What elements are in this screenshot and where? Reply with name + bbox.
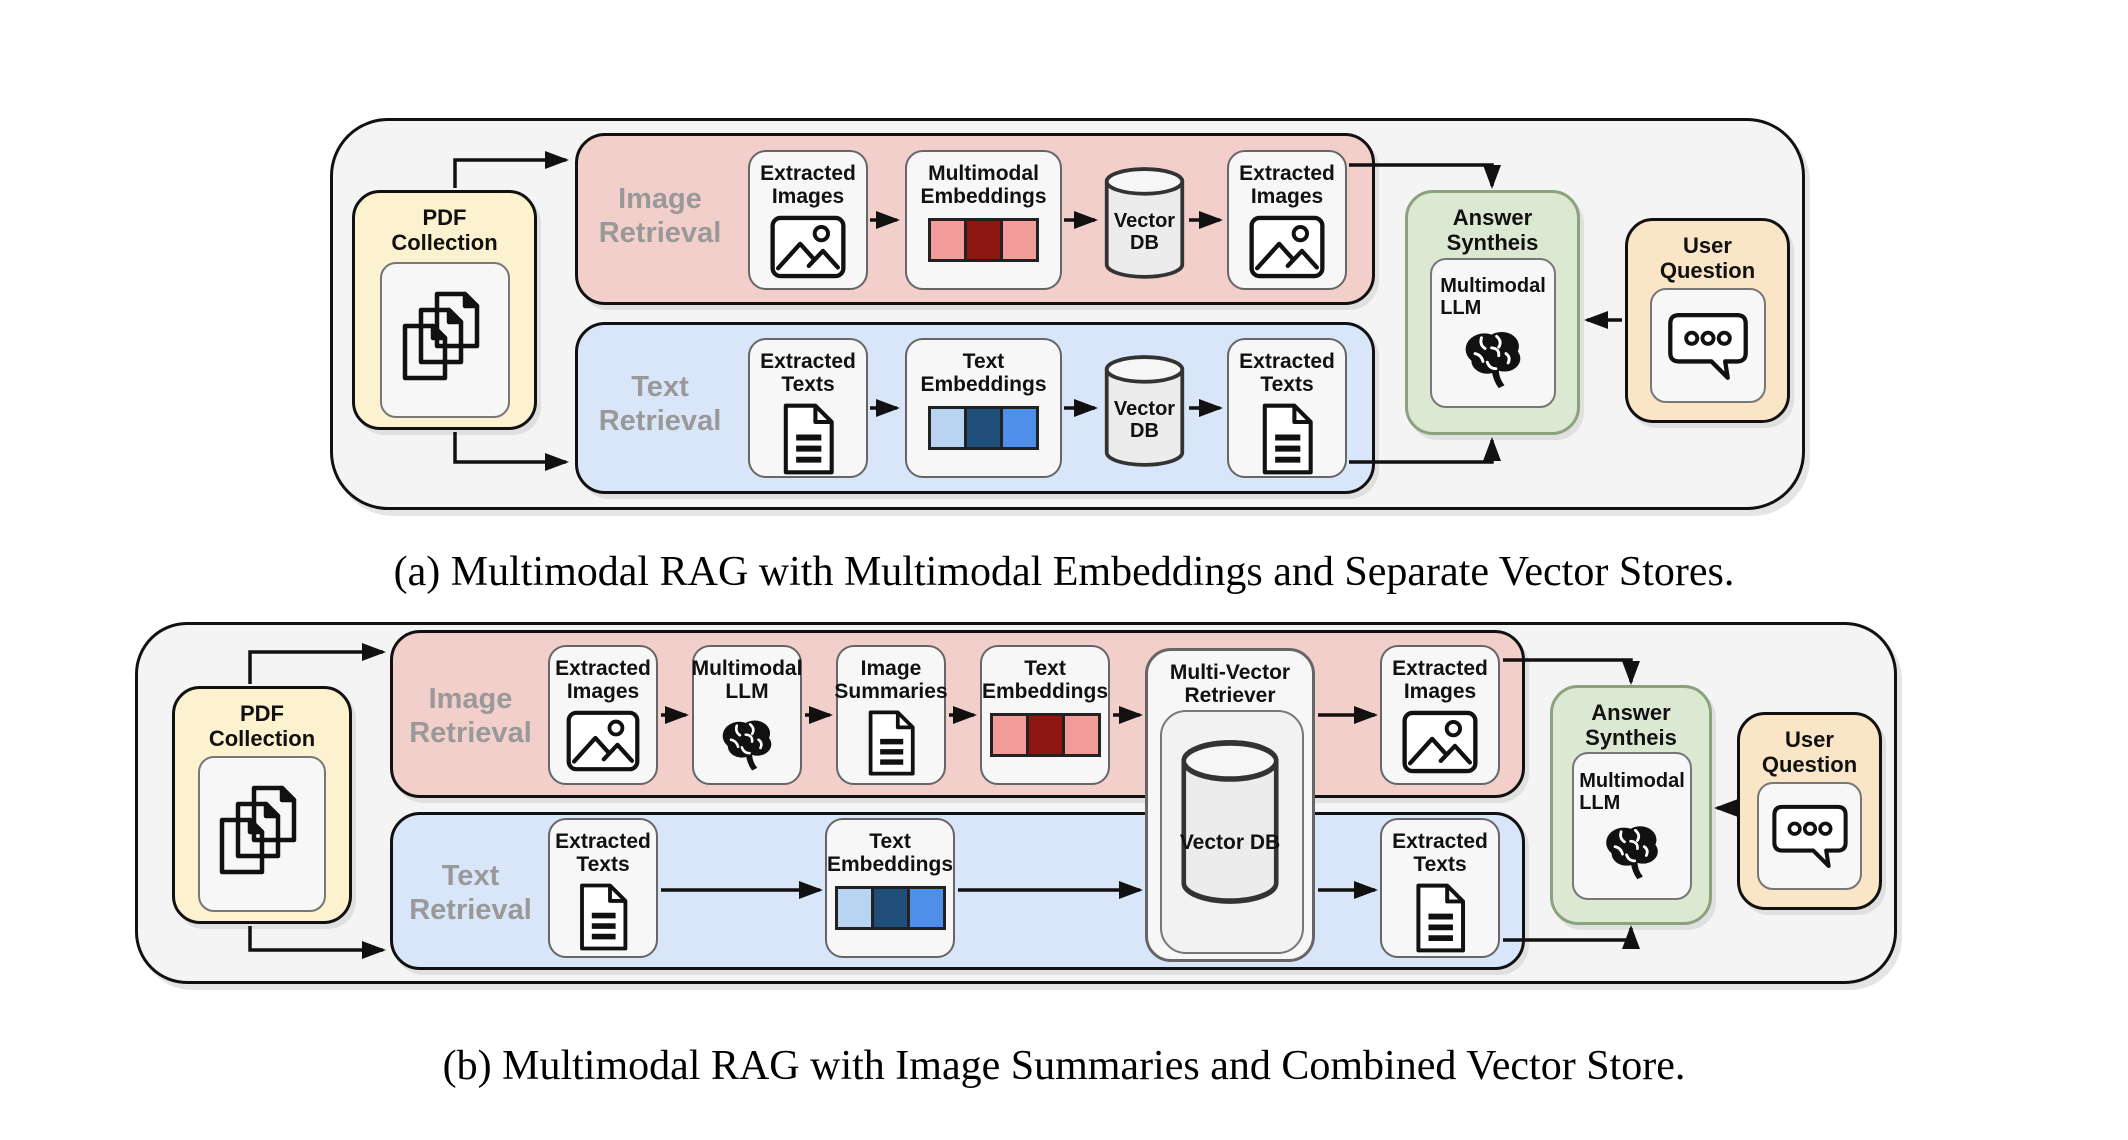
vector-db-cylinder: Vector DB <box>1102 346 1187 476</box>
document-icon <box>1257 402 1317 476</box>
image-summaries-node: Image Summaries <box>834 645 948 785</box>
image-retrieval-label: Image Retrieval <box>598 183 722 249</box>
node-label: Text Embeddings <box>982 657 1109 703</box>
pdf-icon-box <box>198 756 326 912</box>
extracted-images-node: Extracted Images <box>1380 645 1500 785</box>
chat-icon-box <box>1757 782 1862 890</box>
multimodal-llm-node: Multimodal LLM <box>692 645 802 785</box>
caption-b: (b) Multimodal RAG with Image Summaries … <box>442 1043 1686 1089</box>
text-embeddings-node: Text Embeddings <box>905 338 1062 478</box>
database-cylinder-icon <box>1178 736 1282 908</box>
multimodal-llm-label: Multimodal LLM <box>1440 275 1546 319</box>
document-icon <box>1411 882 1469 954</box>
image-icon <box>1399 709 1481 775</box>
vector-db-label: Vector DB <box>1113 210 1176 254</box>
extracted-images-node: Extracted Images <box>1227 150 1347 290</box>
chat-bubble-icon <box>1664 310 1752 382</box>
multimodal-llm-box: Multimodal LLM <box>1430 258 1556 408</box>
brain-icon <box>715 709 779 773</box>
brain-icon <box>1598 814 1666 882</box>
extracted-texts-node: Extracted Texts <box>748 338 868 478</box>
node-label: Multimodal LLM <box>691 657 803 703</box>
text-embeddings-node: Text Embeddings <box>980 645 1110 785</box>
node-label: Text Embeddings <box>920 350 1047 396</box>
chat-icon-box <box>1650 288 1766 403</box>
node-label: Text Embeddings <box>827 830 954 876</box>
node-label: Extracted Images <box>555 657 651 703</box>
image-icon <box>767 214 849 280</box>
answer-synthesis-label: Answer Syntheis <box>1446 205 1539 255</box>
user-question-label: User Question <box>1659 233 1756 283</box>
vector-db-label: Vector DB <box>1179 831 1281 855</box>
brain-icon <box>1457 319 1529 391</box>
node-label: Extracted Images <box>1239 162 1335 208</box>
node-label: Image Summaries <box>834 657 948 703</box>
multimodal-llm-label: Multimodal LLM <box>1579 770 1685 814</box>
answer-synthesis-label: Answer Syntheis <box>1585 700 1677 750</box>
chat-bubble-icon <box>1769 802 1851 870</box>
text-retrieval-label: Text Retrieval <box>409 860 532 926</box>
pdf-collection-label: PDF Collection <box>208 701 316 751</box>
image-retrieval-label: Image Retrieval <box>409 683 532 749</box>
node-label: Multimodal Embeddings <box>920 162 1047 208</box>
text-retrieval-label: Text Retrieval <box>598 371 722 437</box>
user-question-label: User Question <box>1761 727 1858 777</box>
node-label: Extracted Texts <box>555 830 651 876</box>
embeddings-icon <box>928 406 1039 450</box>
image-icon <box>1246 214 1328 280</box>
embeddings-icon <box>834 886 946 930</box>
text-embeddings-node: Text Embeddings <box>825 818 955 958</box>
node-label: Extracted Texts <box>760 350 856 396</box>
node-label: Extracted Images <box>1392 657 1488 703</box>
pdf-collection-label: PDF Collection <box>391 205 498 255</box>
node-label: Extracted Texts <box>1239 350 1335 396</box>
document-icon <box>778 402 838 476</box>
node-label: Extracted Texts <box>1392 830 1488 876</box>
embeddings-icon <box>928 218 1039 262</box>
vector-db-label: Vector DB <box>1113 398 1176 442</box>
node-label: Extracted Images <box>760 162 856 208</box>
caption-a: (a) Multimodal RAG with Multimodal Embed… <box>393 549 1735 595</box>
extracted-images-node: Extracted Images <box>748 150 868 290</box>
document-icon <box>575 882 631 952</box>
extracted-texts-node: Extracted Texts <box>1227 338 1347 478</box>
stacked-documents-icon <box>212 784 312 884</box>
pdf-icon-box <box>380 262 510 418</box>
extracted-texts-node: Extracted Texts <box>1380 818 1500 958</box>
document-icon <box>863 709 919 777</box>
vector-db-cylinder: Vector DB <box>1102 158 1187 288</box>
extracted-texts-node: Extracted Texts <box>548 818 658 958</box>
embeddings-icon <box>989 713 1101 757</box>
multi-vector-retriever-label: Multi-Vector Retriever <box>1169 661 1291 707</box>
extracted-images-node: Extracted Images <box>548 645 658 785</box>
vector-db-cylinder: Vector DB <box>1178 736 1282 908</box>
image-icon <box>564 709 642 773</box>
multimodal-embeddings-node: Multimodal Embeddings <box>905 150 1062 290</box>
stacked-documents-icon <box>395 290 495 390</box>
multimodal-llm-box: Multimodal LLM <box>1572 752 1692 900</box>
